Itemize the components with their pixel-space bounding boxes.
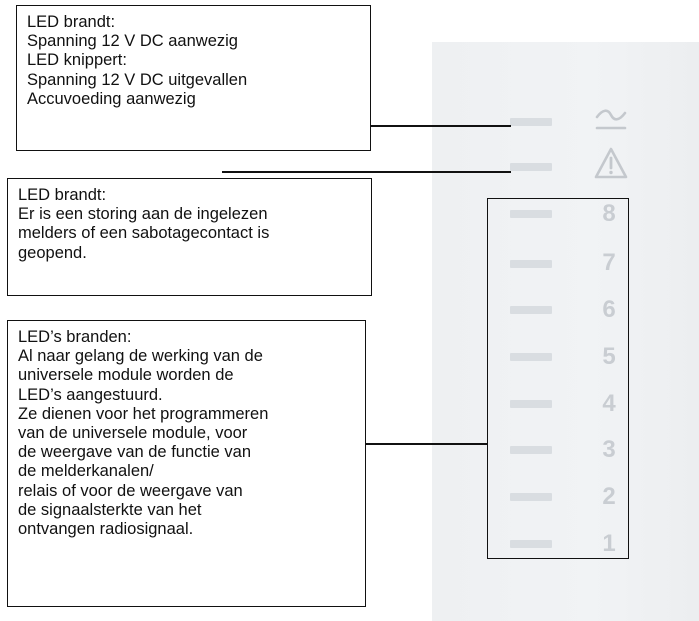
channel-number: 7 [602,249,616,276]
callout-line: LED’s branden: [18,328,132,346]
fault-led [510,163,552,171]
callout-line: Al naar gelang de werking van de [18,347,263,366]
callout-line: geopend. [18,243,87,262]
callout-line: Er is een storing aan de ingelezen [18,205,268,224]
connector-line-fault [222,171,511,173]
channel-led [510,306,552,314]
callout-line: Accuvoeding aanwezig [27,89,196,108]
callout-line: ontvangen radiosignaal. [18,520,194,539]
connector-line-channels [366,443,487,445]
warning-triangle-icon [594,147,628,179]
callout-line: de signaalsterkte van het [18,500,202,519]
callout-line: relais of voor de weergave van [18,481,243,500]
channel-number: 6 [602,296,616,323]
callout-line: de melderkanalen/ [18,462,154,481]
callout-line: LED knippert: [27,51,127,70]
callout-line: LED’s aangestuurd. [18,385,163,404]
channel-led-group-outline [487,198,629,559]
callout-line: Spanning 12 V DC uitgevallen [27,70,248,89]
connector-line-power [371,125,511,127]
callout-fault-led: LED brandt: Er is een storing aan de ing… [7,178,372,296]
channel-led [510,493,552,501]
channel-number: 5 [602,343,616,370]
callout-channel-leds: LED’s branden: Al naar gelang de werking… [7,320,366,607]
channel-led [510,353,552,361]
channel-number: 1 [602,530,616,557]
callout-line: van de universele module, voor [18,424,248,443]
callout-line: melders of een sabotagecontact is [18,224,270,243]
channel-led [510,446,552,454]
channel-led [510,260,552,268]
channel-led [510,210,552,218]
callout-line: universele module worden de [18,366,234,385]
ac-power-icon [595,109,627,130]
channel-number: 4 [602,390,616,417]
channel-number: 3 [602,436,616,463]
power-led [510,118,552,126]
channel-number: 2 [602,483,616,510]
channel-led [510,400,552,408]
device-panel [432,42,699,621]
callout-line: LED brandt: [27,13,116,31]
channel-number: 8 [602,200,616,227]
callout-line: Spanning 12 V DC aanwezig [27,32,238,51]
callout-line: LED brandt: [18,186,107,204]
callout-power-led: LED brandt: Spanning 12 V DC aanwezig LE… [16,5,371,151]
callout-line: Ze dienen voor het programmeren [18,404,269,423]
callout-line: de weergave van de functie van [18,443,251,462]
channel-led [510,540,552,548]
